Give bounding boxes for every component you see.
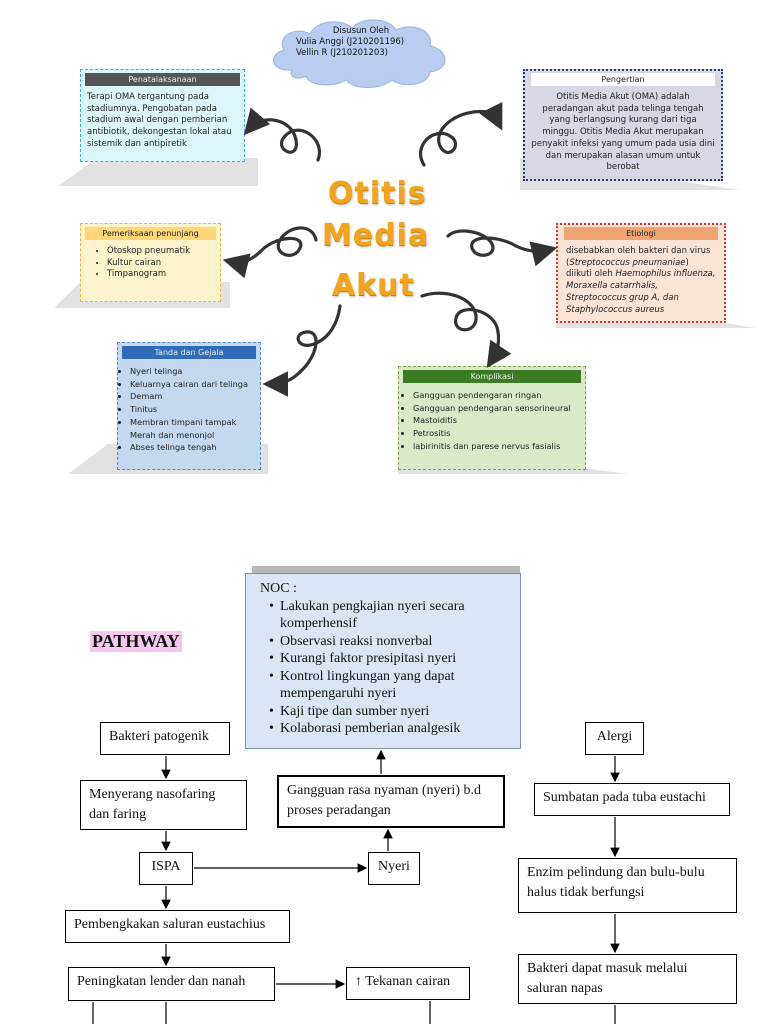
curly-arrow <box>222 226 318 279</box>
card-heading: Komplikasi <box>403 370 581 384</box>
tanda-list: Nyeri telinga Keluarnya cairan dari teli… <box>118 365 260 454</box>
list-item: Gangguan pendengaran sensorineural <box>413 402 585 415</box>
node-enzim-pelindung: Enzim pelindung dan bulu-bulu halus tida… <box>518 858 737 913</box>
etiologi-text-3: ) diikuti oleh <box>566 257 689 280</box>
list-item: Membran timpani tampak Merah dan menonjo… <box>130 416 260 441</box>
etiologi-text-4: Haemophilus influenza, Moraxella catarrh… <box>566 269 716 315</box>
noc-item: Kurangi faktor presipitasi nyeri <box>269 650 512 668</box>
curly-arrow <box>420 291 512 368</box>
curly-arrow <box>419 101 503 167</box>
list-item: Keluarnya cairan dari telinga <box>130 378 260 391</box>
list-item: Otoskop pneumatik <box>107 246 220 258</box>
node-sumbatan-tuba: Sumbatan pada tuba eustachi <box>534 783 730 816</box>
card-penatalaksanaan: Penatalaksanaan Terapi OMA tergantung pa… <box>80 69 245 162</box>
noc-item: Observasi reaksi nonverbal <box>269 633 512 651</box>
etiologi-text-1: disebabkan oleh bakteri dan virus ( <box>566 246 711 268</box>
noc-item: Lakukan pengkajian nyeri secara komperhe… <box>269 598 512 633</box>
pathway-title-text: PATHWAY <box>92 631 180 651</box>
noc-item: Kontrol lingkungan yang dapat mempengaru… <box>269 668 512 703</box>
card-tanda-gejala: Tanda dan Gejala Nyeri telinga Keluarnya… <box>117 342 261 470</box>
pemeriksaan-list: Otoskop pneumatik Kultur cairan Timpanog… <box>81 246 220 281</box>
node-gangguan-rasa-nyaman: Gangguan rasa nyaman (nyeri) b.d proses … <box>277 775 505 828</box>
card-komplikasi: Komplikasi Gangguan pendengaran ringan G… <box>398 366 586 470</box>
card-text: disebabkan oleh bakteri dan virus (Strep… <box>558 240 724 316</box>
card-heading: Pemeriksaan penunjang <box>85 227 216 241</box>
list-item: Demam <box>130 390 260 403</box>
list-item: Kultur cairan <box>107 258 220 270</box>
etiologi-text-2: Streptococcus pneumaniae <box>569 257 686 268</box>
noc-item: Kolaborasi pemberian analgesik <box>269 720 512 738</box>
noc-item: Kaji tipe dan sumber nyeri <box>269 703 512 721</box>
card-text: Terapi OMA tergantung pada stadiumnya. P… <box>87 92 232 149</box>
node-alergi: Alergi <box>585 722 644 755</box>
list-item: Abses telinga tengah <box>130 441 260 454</box>
curly-arrow <box>446 229 558 267</box>
card-heading: Tanda dan Gejala <box>122 346 256 360</box>
node-tekanan-cairan: ↑ Tekanan cairan <box>346 967 470 1000</box>
card-text: Otitis Media Akut (OMA) adalah peradanga… <box>531 92 715 173</box>
title-word-otitis: Otitis <box>328 176 427 211</box>
title-word-media: Media <box>322 218 430 253</box>
shadow-fan <box>58 158 258 186</box>
card-heading: Etiologi <box>564 227 718 241</box>
node-pembengkakan: Pembengkakan saluran eustachius <box>65 910 290 943</box>
authors-label: Disusun Oleh <box>332 26 390 36</box>
list-item: Petrositis <box>413 427 585 440</box>
card-pengertian: Pengertian Otitis Media Akut (OMA) adala… <box>523 69 723 181</box>
list-item: Nyeri telinga <box>130 365 260 378</box>
author-2: Vellin R (J210201203) <box>296 48 388 59</box>
curly-arrows <box>222 101 558 397</box>
author-1: Vulia Anggi (J210201196) <box>296 37 405 48</box>
cloud-authors: Disusun Oleh Vulia Anggi (J210201196) Ve… <box>296 26 426 59</box>
card-heading: Pengertian <box>531 73 715 87</box>
komplikasi-list: Gangguan pendengaran ringan Gangguan pen… <box>399 389 585 453</box>
list-item: Mastoiditis <box>413 414 585 427</box>
node-bakteri-patogenik: Bakteri patogenik <box>100 722 230 755</box>
cloud-shape <box>273 19 446 88</box>
list-item: labirinitis dan parese nervus fasialis <box>413 440 585 453</box>
noc-list: Lakukan pengkajian nyeri secara komperhe… <box>268 598 512 738</box>
card-etiologi: Etiologi disebabkan oleh bakteri dan vir… <box>556 223 726 323</box>
pathway-title: PATHWAY <box>90 631 182 652</box>
curly-arrow <box>243 107 322 162</box>
node-menyerang-nasofaring: Menyerang nasofaring dan faring <box>80 780 247 830</box>
list-item: Tinitus <box>130 403 260 416</box>
node-nyeri: Nyeri <box>368 852 420 885</box>
curly-arrow <box>262 304 342 397</box>
card-heading: Penatalaksanaan <box>85 73 240 87</box>
list-item: Gangguan pendengaran ringan <box>413 389 585 402</box>
noc-heading: NOC : <box>260 581 297 596</box>
node-bakteri-masuk: Bakteri dapat masuk melalui saluran napa… <box>518 954 737 1004</box>
title-word-akut: Akut <box>332 268 415 303</box>
card-pemeriksaan: Pemeriksaan penunjang Otoskop pneumatik … <box>80 223 221 302</box>
list-item: Timpanogram <box>107 269 220 281</box>
noc-box: NOC : Lakukan pengkajian nyeri secara ko… <box>245 573 521 749</box>
node-peningkatan-lender: Peningkatan lender dan nanah <box>68 967 275 1001</box>
node-ispa: ISPA <box>139 852 193 885</box>
